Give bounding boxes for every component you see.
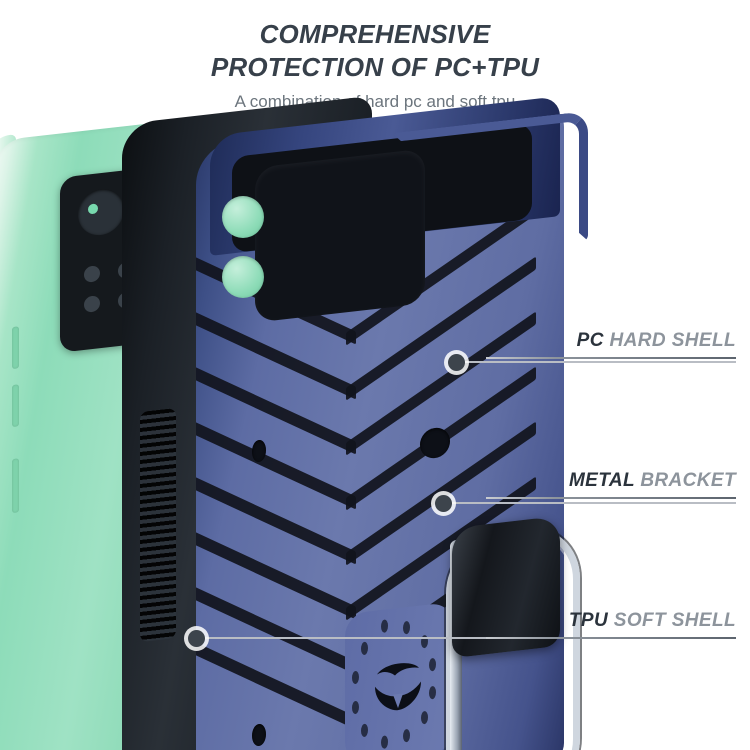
callout-underline <box>486 357 736 359</box>
phone-camera-lens-main <box>78 186 124 238</box>
page-title-line2: PROTECTION OF PC+TPU <box>210 52 540 82</box>
emblem-dot <box>381 619 388 634</box>
callout-word-secondary: BRACKET <box>640 470 736 491</box>
emblem-dot <box>429 657 436 672</box>
leader-line-tpu-soft-shell <box>196 637 736 639</box>
emblem-dot <box>381 735 388 750</box>
callout-word-primary: TPU <box>568 610 609 631</box>
case-emblem-disc <box>345 601 453 750</box>
callout-metal-bracket: METAL BRACKET <box>486 470 736 499</box>
callout-pc-hard-shell-text: PC HARD SHELL <box>486 330 736 352</box>
anchor-dot-pc-hard-shell <box>448 354 465 371</box>
emblem-dot <box>403 620 410 635</box>
page-title-line1: COMPREHENSIVE <box>259 19 491 49</box>
emblem-dot <box>361 723 368 738</box>
case-lens-opening-secondary <box>222 256 264 298</box>
callout-tpu-soft-shell: TPU SOFT SHELL <box>486 610 736 639</box>
emblem-dot <box>352 700 359 715</box>
callout-word-primary: METAL <box>568 470 635 491</box>
chevron-stripe <box>196 628 356 730</box>
emblem-dot <box>403 728 410 743</box>
anchor-dot-tpu-soft-shell <box>188 630 205 647</box>
leader-line-pc-hard-shell <box>456 361 736 363</box>
callout-tpu-soft-shell-text: TPU SOFT SHELL <box>486 610 736 632</box>
emblem-dot <box>421 710 428 725</box>
callout-underline <box>486 637 736 639</box>
emblem-dot <box>429 685 436 700</box>
callout-metal-bracket-text: METAL BRACKET <box>486 470 736 492</box>
leader-line-metal-bracket <box>443 502 736 504</box>
emblem-dot <box>361 641 368 656</box>
emblem-dot <box>352 670 359 685</box>
anchor-dot-metal-bracket <box>435 495 452 512</box>
brand-emblem-icon <box>375 663 421 711</box>
phone-button-power <box>12 458 19 514</box>
callout-word-primary: PC <box>576 330 604 351</box>
phone-camera-sensor-a <box>84 295 100 313</box>
tpu-grip-ridge <box>140 407 176 643</box>
callout-word-secondary: HARD SHELL <box>609 330 736 351</box>
case-camera-window <box>255 148 425 323</box>
phone-camera-lens-macro <box>84 265 100 283</box>
callout-pc-hard-shell: PC HARD SHELL <box>486 330 736 359</box>
phone-button-volume-up <box>12 326 19 370</box>
header-block: COMPREHENSIVE PROTECTION OF PC+TPU A com… <box>0 0 750 113</box>
callout-word-secondary: SOFT SHELL <box>613 610 736 631</box>
case-lens-opening-main <box>222 196 264 238</box>
callout-underline <box>486 497 736 499</box>
product-illustration <box>0 95 750 750</box>
phone-button-volume-down <box>12 384 19 428</box>
